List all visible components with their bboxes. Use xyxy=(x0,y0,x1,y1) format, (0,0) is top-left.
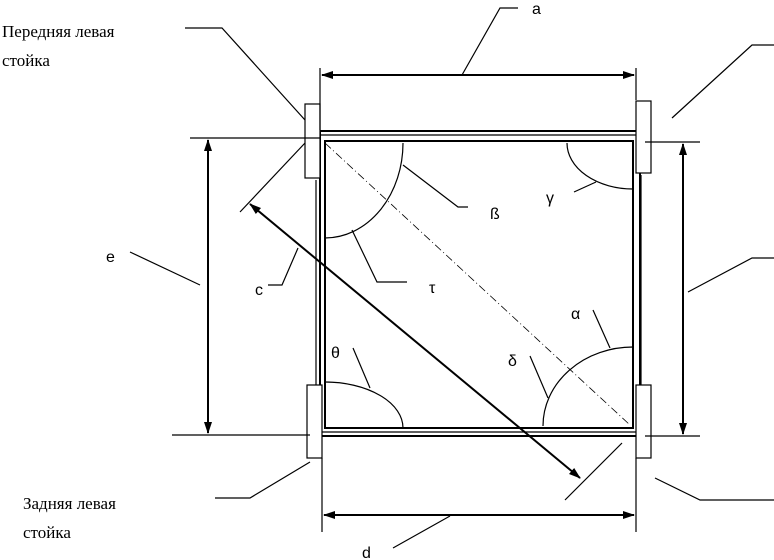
arc-alpha-delta xyxy=(542,346,634,427)
leader-rear-left-post xyxy=(215,461,311,499)
arc-gamma xyxy=(566,142,634,190)
dimension-a xyxy=(319,7,637,130)
angle-gamma-label: γ xyxy=(546,190,554,207)
rear-right-post xyxy=(635,384,652,459)
front-right-post xyxy=(635,100,652,174)
leader-theta xyxy=(352,347,371,389)
dim-c-label: c xyxy=(255,282,263,299)
dimension-d xyxy=(321,458,637,549)
leader-front-right-post xyxy=(671,44,774,119)
dimension-e xyxy=(129,137,320,436)
angle-delta-label: δ xyxy=(508,353,517,370)
leader-front-left-post xyxy=(185,27,306,121)
front-left-post xyxy=(304,103,321,179)
leader-alpha xyxy=(592,309,611,349)
front-left-post-label-line1: Передняя левая xyxy=(2,22,115,41)
front-left-post-label-line2: стойка xyxy=(2,51,50,70)
leader-gamma xyxy=(573,181,597,193)
angle-alpha-label: α xyxy=(571,306,580,323)
angle-tau-label: τ xyxy=(429,280,436,297)
dimension-c xyxy=(239,142,623,501)
dimension-right xyxy=(645,141,774,437)
leader-tau xyxy=(351,229,407,283)
arc-beta-tau xyxy=(324,142,404,239)
leader-delta xyxy=(529,355,549,399)
diagonal-centerline xyxy=(324,142,631,426)
rear-left-post xyxy=(306,384,323,459)
arc-theta xyxy=(324,381,404,429)
angle-theta-label: θ xyxy=(331,345,340,362)
angle-beta-label: ß xyxy=(490,206,500,223)
rear-left-post-label-line2: стойка xyxy=(23,523,71,542)
dim-e-label: e xyxy=(106,249,115,266)
dim-a-label: a xyxy=(532,1,541,18)
leader-beta xyxy=(402,164,468,208)
dim-d-label: d xyxy=(362,545,371,560)
rear-left-post-label-line1: Задняя левая xyxy=(23,494,116,513)
leader-rear-right-post xyxy=(654,477,774,501)
